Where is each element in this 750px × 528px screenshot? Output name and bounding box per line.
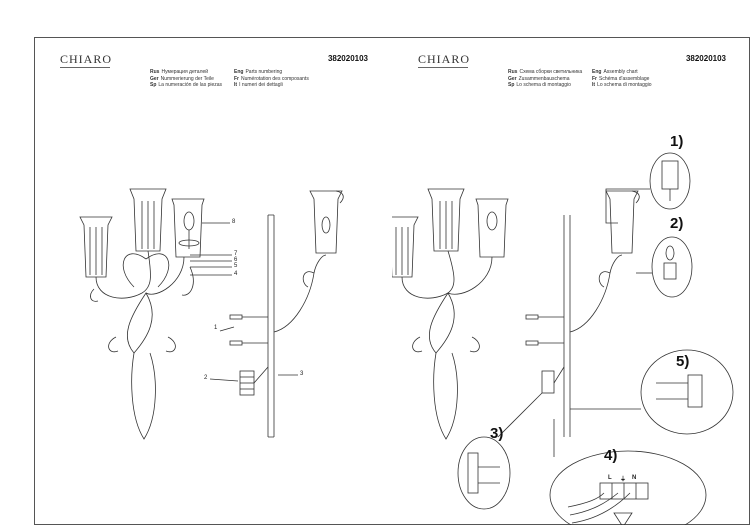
step-5-label: 5) [676,353,690,370]
logo-underline [60,67,110,68]
part-number: 7 [234,251,238,257]
terminal-label-neutral: N [632,475,637,481]
legend-text: Assembly chart [603,69,638,75]
part-number: 5 [234,263,238,269]
terminal-label-live: L [608,475,612,481]
legend-text: Lo schema di montaggio [516,82,571,88]
legend-text: I numeri dei dettagli [239,82,283,88]
part-number: 3 [300,371,304,377]
sconce-assembly-drawing [392,152,734,525]
legend-text: Nummerierung der Teile [160,75,214,82]
legend-text: Parts numbering [245,69,283,75]
legend-text: Zusammenbauschema [518,75,570,82]
legend-text: Schéma d'assemblage [599,75,650,82]
terminal-label-earth: ⏚ [620,477,627,483]
logo-underline [418,67,468,68]
article-code: 382020103 [685,54,726,63]
part-number: 6 [234,257,238,263]
part-number: 2 [204,375,208,381]
legend-text: Numérotation des composants [241,75,309,82]
legend-text: Схема сборки светильника [519,69,583,75]
step-1-label: 1) [670,133,684,150]
article-code: 382020103 [327,54,368,63]
step-3-label: 3) [490,425,504,442]
legend-text: Lo schema di montaggio [597,82,652,88]
sconce-parts-drawing [79,188,344,440]
brand-logo: CHIARO [418,52,471,66]
step-4-label: 4) [604,447,618,464]
legend-text: La numeración de las piezas [158,82,223,88]
legend-text: Нумерация деталей [161,69,209,75]
part-number: 8 [232,219,236,225]
part-number: 1 [214,325,218,331]
step-2-label: 2) [670,215,684,232]
part-number: 4 [234,271,238,277]
brand-logo: CHIARO [60,52,113,66]
